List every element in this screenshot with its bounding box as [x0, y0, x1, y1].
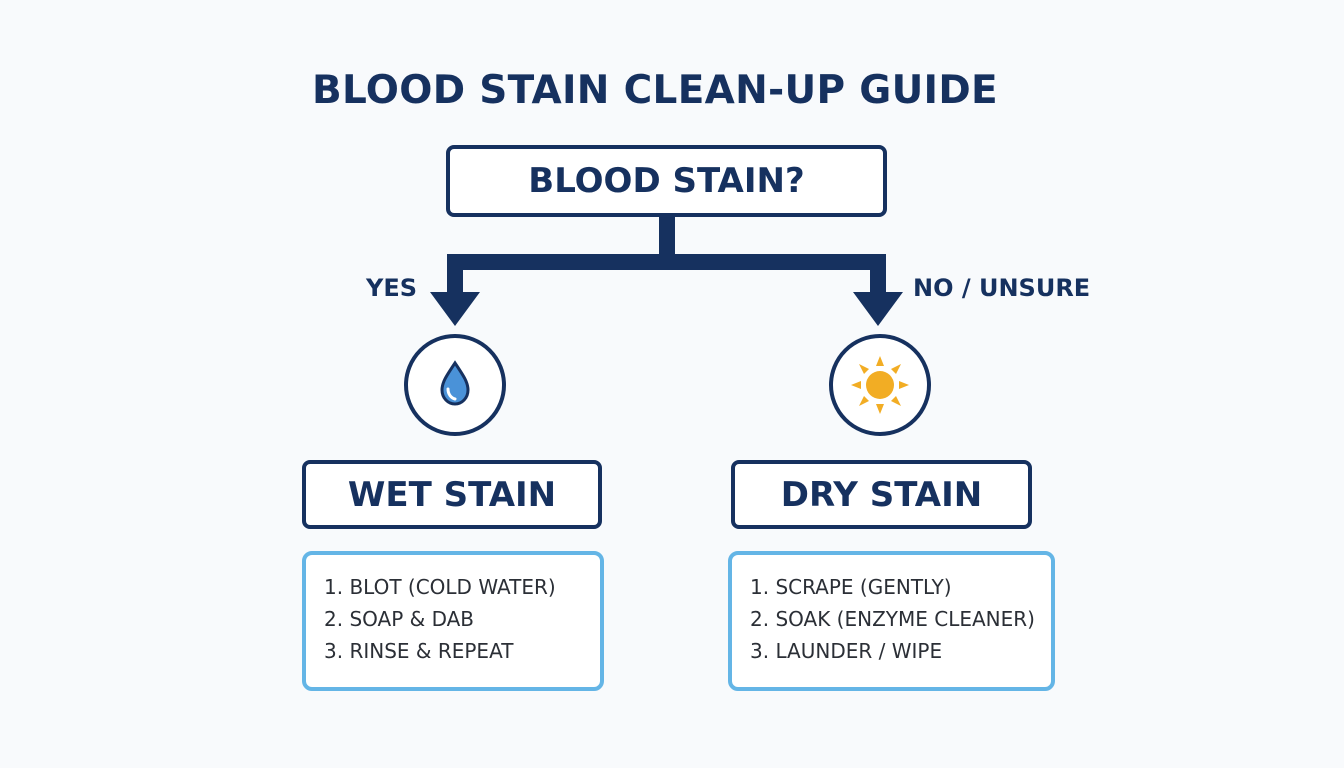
water-drop-icon	[440, 360, 470, 406]
wet-steps-list: 1. BLOT (COLD WATER) 2. SOAP & DAB 3. RI…	[302, 551, 604, 691]
dry-icon-circle	[829, 334, 931, 436]
question-box: BLOOD STAIN?	[446, 145, 887, 217]
dry-stain-box: DRY STAIN	[731, 460, 1032, 529]
wet-stain-box: WET STAIN	[302, 460, 602, 529]
wet-step-3: 3. RINSE & REPEAT	[324, 639, 514, 663]
dry-step-1: 1. SCRAPE (GENTLY)	[750, 575, 952, 599]
no-unsure-label: NO / UNSURE	[913, 274, 1091, 302]
no-arrow-icon	[853, 292, 903, 326]
dry-step-2: 2. SOAK (ENZYME CLEANER)	[750, 607, 1035, 631]
page-title: BLOOD STAIN CLEAN-UP GUIDE	[312, 68, 998, 113]
connector-right-branch	[667, 254, 886, 292]
wet-step-1: 1. BLOT (COLD WATER)	[324, 575, 556, 599]
branch-connector	[447, 217, 886, 292]
dry-step-3: 3. LAUNDER / WIPE	[750, 639, 943, 663]
dry-steps-list: 1. SCRAPE (GENTLY) 2. SOAK (ENZYME CLEAN…	[728, 551, 1055, 691]
wet-step-2: 2. SOAP & DAB	[324, 607, 475, 631]
connector-left-branch	[447, 254, 667, 292]
sun-icon	[851, 356, 909, 414]
yes-arrow-icon	[430, 292, 480, 326]
yes-label: YES	[366, 274, 418, 302]
wet-icon-circle	[404, 334, 506, 436]
